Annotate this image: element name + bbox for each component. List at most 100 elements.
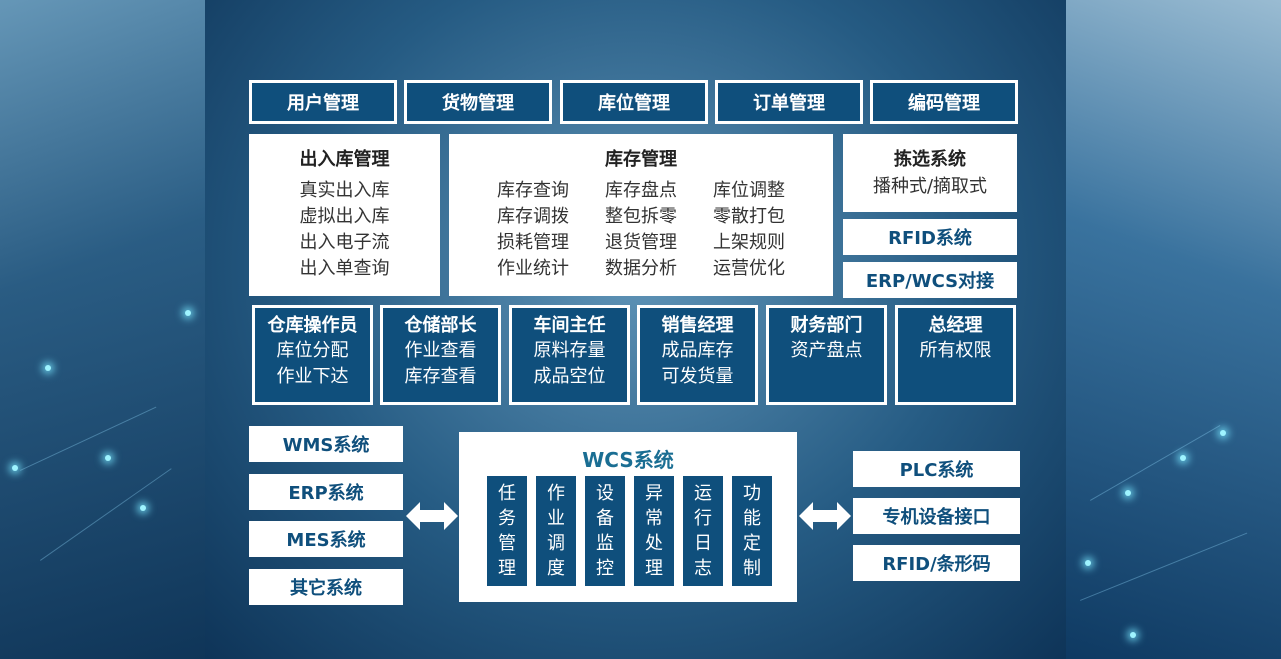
tab-code-management[interactable]: 编码管理 — [870, 80, 1018, 124]
role-finance-department[interactable]: 财务部门 资产盘点 — [766, 305, 887, 405]
inventory-item: 上架规则 — [713, 232, 785, 253]
wcs-function-device-monitoring[interactable]: 设备监控 — [585, 476, 625, 586]
role-title: 销售经理 — [661, 315, 734, 336]
inventory-item: 库存调拨 — [497, 206, 569, 227]
role-title: 车间主任 — [533, 315, 606, 336]
role-storage-director[interactable]: 仓储部长 作业查看 库存查看 — [380, 305, 501, 405]
wcs-function-char: 定 — [743, 533, 761, 554]
inout-title: 出入库管理 — [299, 149, 390, 170]
glow-dot — [45, 365, 51, 371]
wcs-function-char: 常 — [645, 508, 663, 529]
tab-goods-management[interactable]: 货物管理 — [404, 80, 552, 124]
glow-dot — [1220, 430, 1226, 436]
glow-dot — [185, 310, 191, 316]
glow-dot — [140, 505, 146, 511]
wcs-system-panel: WCS系统 任务管理 作业调度 设备监控 异常处理 运行日志 功能定制 — [459, 432, 797, 602]
role-permission: 所有权限 — [919, 340, 992, 361]
erp-system-box[interactable]: ERP系统 — [249, 474, 403, 510]
background-right-panel — [1066, 0, 1281, 659]
wcs-function-char: 异 — [645, 483, 663, 504]
role-title: 仓储部长 — [404, 315, 477, 336]
plc-system-box[interactable]: PLC系统 — [853, 451, 1020, 487]
wcs-function-char: 作 — [547, 483, 565, 504]
wcs-function-char: 运 — [694, 483, 712, 504]
role-title: 仓库操作员 — [267, 315, 358, 336]
inout-item: 出入单查询 — [299, 258, 390, 279]
wcs-function-char: 管 — [498, 533, 516, 554]
glow-dot — [12, 465, 18, 471]
role-title: 财务部门 — [790, 315, 863, 336]
inventory-management-panel: 库存管理 库存查询 库存盘点 库位调整 库存调拨 整包拆零 零散打包 损耗管理 … — [449, 134, 833, 296]
tab-user-management[interactable]: 用户管理 — [249, 80, 397, 124]
role-sales-manager[interactable]: 销售经理 成品库存 可发货量 — [637, 305, 758, 405]
wcs-function-char: 制 — [743, 558, 761, 579]
wcs-title: WCS系统 — [582, 448, 674, 472]
picking-subtitle: 播种式/摘取式 — [872, 176, 988, 197]
background-left-panel — [0, 0, 205, 659]
wcs-function-char: 行 — [694, 508, 712, 529]
role-title: 总经理 — [928, 315, 983, 336]
inventory-item: 损耗管理 — [497, 232, 569, 253]
wcs-function-char: 控 — [596, 558, 614, 579]
wcs-function-char: 处 — [645, 533, 663, 554]
inventory-item: 库存查询 — [497, 180, 569, 201]
inventory-item: 数据分析 — [605, 258, 677, 279]
role-permission: 资产盘点 — [790, 340, 863, 361]
inventory-item: 作业统计 — [497, 258, 569, 279]
role-permission: 可发货量 — [661, 366, 734, 387]
role-permission: 原料存量 — [533, 340, 606, 361]
role-warehouse-operator[interactable]: 仓库操作员 库位分配 作业下达 — [252, 305, 373, 405]
wcs-function-char: 理 — [498, 558, 516, 579]
wcs-function-char: 能 — [743, 508, 761, 529]
wcs-function-char: 调 — [547, 533, 565, 554]
role-permission: 库位分配 — [276, 340, 349, 361]
wcs-function-customization[interactable]: 功能定制 — [732, 476, 772, 586]
inout-item: 虚拟出入库 — [299, 206, 390, 227]
wcs-function-char: 日 — [694, 533, 712, 554]
role-general-manager[interactable]: 总经理 所有权限 — [895, 305, 1016, 405]
wcs-function-char: 任 — [498, 483, 516, 504]
tab-location-management[interactable]: 库位管理 — [560, 80, 708, 124]
wcs-function-char: 备 — [596, 508, 614, 529]
inventory-item: 退货管理 — [605, 232, 677, 253]
mes-system-box[interactable]: MES系统 — [249, 521, 403, 557]
glow-dot — [1125, 490, 1131, 496]
wcs-function-char: 业 — [547, 508, 565, 529]
picking-title: 拣选系统 — [894, 149, 966, 170]
glow-dot — [1130, 632, 1136, 638]
wms-system-box[interactable]: WMS系统 — [249, 426, 403, 462]
wcs-function-char: 度 — [547, 558, 565, 579]
wcs-function-char: 监 — [596, 533, 614, 554]
wcs-function-task-management[interactable]: 任务管理 — [487, 476, 527, 586]
wcs-function-run-log[interactable]: 运行日志 — [683, 476, 723, 586]
rfid-barcode-box[interactable]: RFID/条形码 — [853, 545, 1020, 581]
erp-wcs-interface-box[interactable]: ERP/WCS对接 — [843, 262, 1017, 298]
inventory-item: 零散打包 — [713, 206, 785, 227]
wcs-function-exception-handling[interactable]: 异常处理 — [634, 476, 674, 586]
wcs-function-char: 务 — [498, 508, 516, 529]
tab-order-management[interactable]: 订单管理 — [715, 80, 863, 124]
inout-item: 真实出入库 — [299, 180, 390, 201]
inventory-item: 运营优化 — [713, 258, 785, 279]
inventory-title: 库存管理 — [605, 149, 677, 170]
inventory-item: 库位调整 — [713, 180, 785, 201]
wcs-function-job-scheduling[interactable]: 作业调度 — [536, 476, 576, 586]
special-equipment-interface-box[interactable]: 专机设备接口 — [853, 498, 1020, 534]
bidirectional-arrow-icon — [406, 502, 458, 530]
glow-dot — [1085, 560, 1091, 566]
other-system-box[interactable]: 其它系统 — [249, 569, 403, 605]
role-workshop-director[interactable]: 车间主任 原料存量 成品空位 — [509, 305, 630, 405]
role-permission: 作业下达 — [276, 366, 349, 387]
bidirectional-arrow-icon — [799, 502, 851, 530]
role-permission: 成品空位 — [533, 366, 606, 387]
inventory-item: 整包拆零 — [605, 206, 677, 227]
wcs-function-char: 功 — [743, 483, 761, 504]
wcs-function-char: 志 — [694, 558, 712, 579]
wcs-function-char: 理 — [645, 558, 663, 579]
role-permission: 作业查看 — [404, 340, 477, 361]
picking-system-panel: 拣选系统 播种式/摘取式 — [843, 134, 1017, 212]
wcs-function-char: 设 — [596, 483, 614, 504]
inventory-item: 库存盘点 — [605, 180, 677, 201]
rfid-system-box[interactable]: RFID系统 — [843, 219, 1017, 255]
glow-dot — [1180, 455, 1186, 461]
